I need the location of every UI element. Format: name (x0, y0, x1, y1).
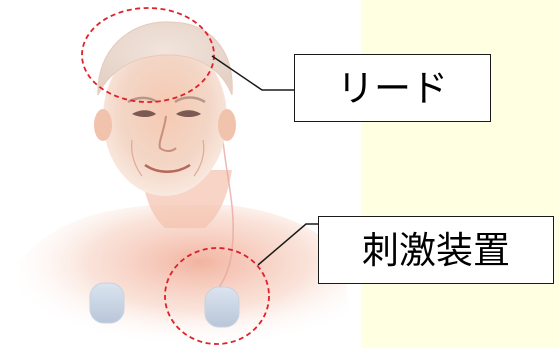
left-eye (132, 110, 156, 117)
right-ear (218, 109, 236, 141)
right-stimulator-device (204, 286, 240, 328)
mouth (144, 163, 191, 173)
left-stimulator-device (89, 282, 125, 324)
stimulator-label: 刺激装置 (318, 216, 554, 284)
patient-illustration (0, 0, 361, 348)
lead-label: リード (294, 54, 491, 122)
right-eye (176, 110, 201, 117)
left-ear (94, 109, 112, 141)
man-with-implant-drawing (15, 21, 350, 348)
